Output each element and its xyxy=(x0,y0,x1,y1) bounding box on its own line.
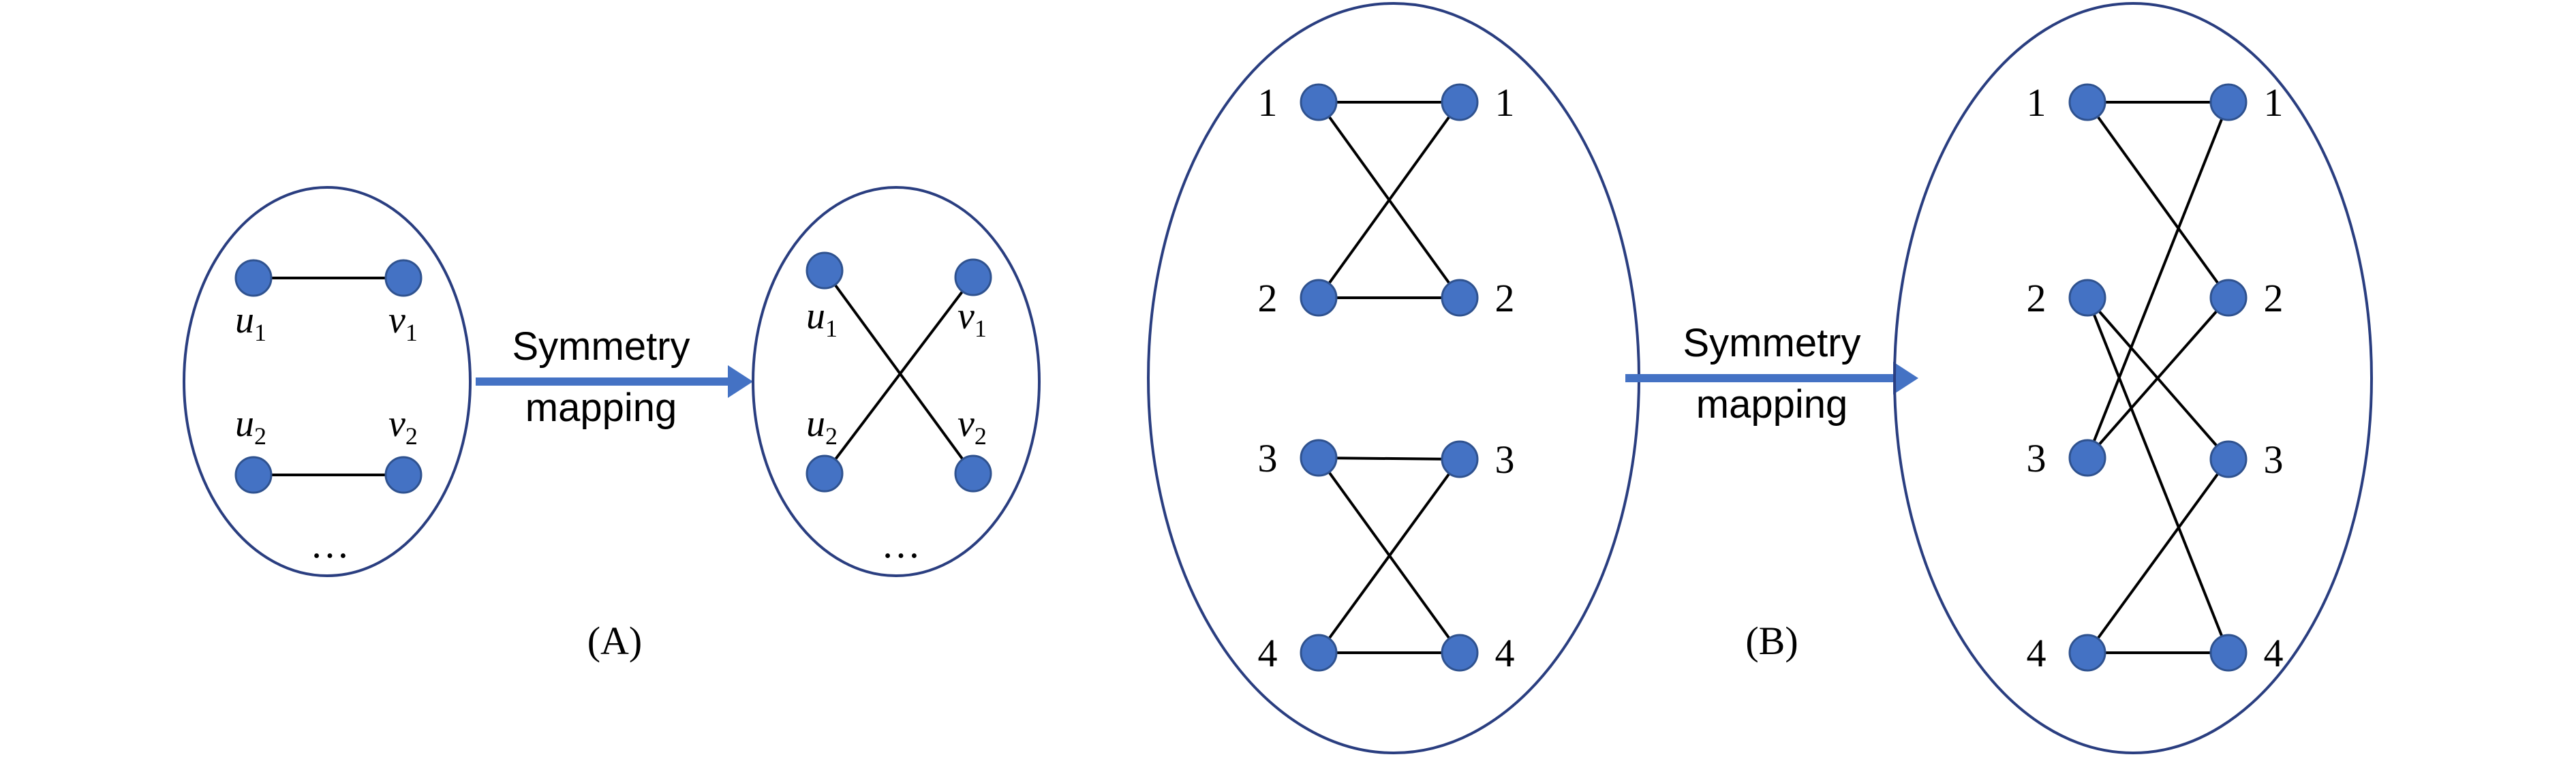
label-right-4: 4 xyxy=(1495,631,1515,675)
panel-a-caption: (A) xyxy=(587,619,643,663)
label-v1: v1 xyxy=(388,299,418,346)
panel-a-arrow-label-2: mapping xyxy=(525,386,677,430)
edge-2-4 xyxy=(2086,297,2230,653)
node-right-2 xyxy=(2209,279,2248,317)
node-left-1 xyxy=(2068,83,2106,121)
node-left-3 xyxy=(2068,439,2106,477)
label-left-2: 2 xyxy=(1258,276,1278,320)
edge-u1-v2 xyxy=(823,269,975,475)
node-left-4 xyxy=(2068,634,2106,672)
panel-b-before-ellipse xyxy=(1147,2,1640,754)
node-v2 xyxy=(954,454,992,493)
label-right-4: 4 xyxy=(2264,631,2284,675)
label-right-1: 1 xyxy=(2264,80,2284,125)
label-left-2: 2 xyxy=(2027,276,2046,320)
label-right-1: 1 xyxy=(1495,80,1515,125)
label-u2: u2 xyxy=(806,403,838,450)
node-right-1 xyxy=(2209,83,2248,121)
node-v1 xyxy=(954,258,992,296)
node-right-3 xyxy=(1441,440,1479,478)
node-right-3 xyxy=(2209,440,2248,478)
panel-b-arrowhead xyxy=(1893,362,1918,395)
label-right-3: 3 xyxy=(2264,437,2284,482)
label-left-3: 3 xyxy=(2027,436,2046,480)
node-right-4 xyxy=(2209,634,2248,672)
panel-b-after-ellipse xyxy=(1893,2,2373,754)
label-u2: u2 xyxy=(235,403,266,450)
node-left-1 xyxy=(1300,83,1338,121)
ellipsis: … xyxy=(310,522,350,566)
panel-b-caption: (B) xyxy=(1745,619,1798,663)
node-left-3 xyxy=(1300,439,1338,477)
node-left-2 xyxy=(2068,279,2106,317)
node-u1 xyxy=(806,251,844,290)
panel-a: u1 v1 u2 v2 … Symmetry mapping u1 v1 u2 … xyxy=(183,186,1041,663)
label-left-1: 1 xyxy=(1258,80,1278,125)
node-u2 xyxy=(806,454,844,493)
edge-1-2 xyxy=(2086,101,2230,299)
label-u1: u1 xyxy=(806,295,838,342)
ellipsis: … xyxy=(881,522,921,566)
edge-4-3 xyxy=(2086,458,2230,654)
panel-b-arrow-label-2: mapping xyxy=(1696,382,1847,427)
node-u2 xyxy=(234,456,273,494)
edge-3-1 xyxy=(2086,102,2230,459)
edge-2-1 xyxy=(1317,101,1461,299)
label-right-2: 2 xyxy=(2264,276,2284,320)
label-left-3: 3 xyxy=(1258,436,1278,480)
label-left-4: 4 xyxy=(2027,631,2046,675)
node-v2 xyxy=(384,456,423,494)
node-right-2 xyxy=(1441,279,1479,317)
panel-b-before-edges xyxy=(1317,101,1461,654)
edge-u2-v1 xyxy=(823,276,975,475)
panel-b-arrow-label-1: Symmetry xyxy=(1683,321,1861,365)
node-u1 xyxy=(234,259,273,297)
label-left-1: 1 xyxy=(2027,80,2046,125)
panel-a-arrow-label-1: Symmetry xyxy=(512,324,690,369)
panel-b: 1 2 3 4 1 2 3 4 Symmetry mapping (B) xyxy=(1147,2,2373,754)
panel-a-after-ellipse xyxy=(752,186,1041,577)
node-left-2 xyxy=(1300,279,1338,317)
edge-3-3 xyxy=(1318,457,1460,461)
panel-a-before-ellipse xyxy=(183,186,472,577)
label-right-2: 2 xyxy=(1495,276,1515,320)
panel-a-arrowhead xyxy=(728,365,753,398)
node-left-4 xyxy=(1300,634,1338,672)
edge-4-3 xyxy=(1317,458,1461,654)
label-right-3: 3 xyxy=(1495,437,1515,482)
label-left-4: 4 xyxy=(1258,631,1278,675)
panel-b-after-edges xyxy=(2086,101,2230,654)
node-right-4 xyxy=(1441,634,1479,672)
edge-2-3 xyxy=(2086,296,2230,461)
label-v1: v1 xyxy=(957,295,987,342)
label-v2: v2 xyxy=(388,403,418,450)
node-right-1 xyxy=(1441,83,1479,121)
label-u1: u1 xyxy=(235,299,266,346)
label-v2: v2 xyxy=(957,403,987,450)
node-v1 xyxy=(384,259,423,297)
